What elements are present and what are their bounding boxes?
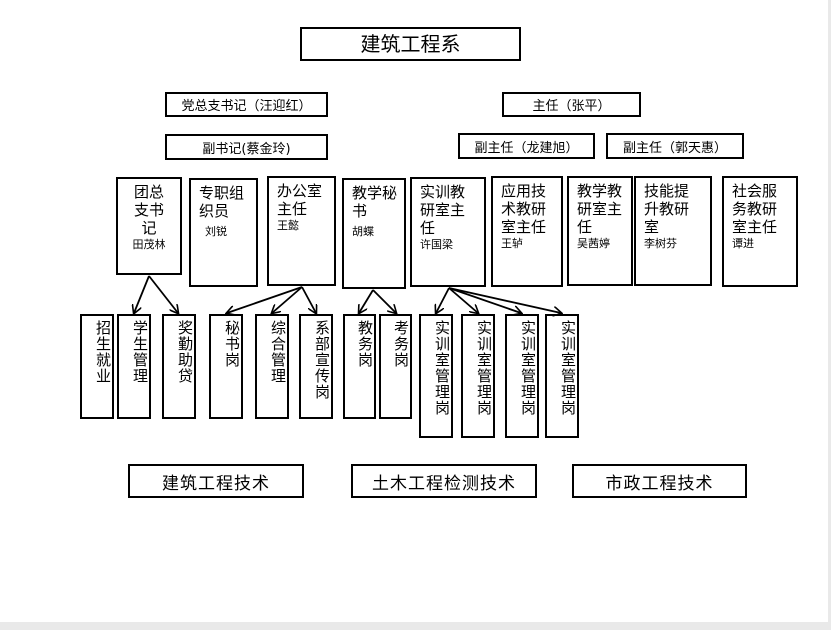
arrow-office-to-general (272, 286, 303, 313)
dept-person: 许国梁 (420, 238, 453, 251)
dept-social-service-director: 社会服务教研室主任 谭进 (722, 176, 798, 287)
dept-person: 王轳 (501, 237, 523, 250)
dept-person: 李树芬 (644, 237, 677, 250)
position-general-management: 综合管理 (255, 314, 289, 419)
deputy-director-1-box: 副主任（龙建旭） (458, 133, 595, 159)
position-academic-affairs: 教务岗 (343, 314, 376, 419)
position-lab-management-4: 实训室管理岗 (545, 314, 579, 438)
dept-name: 教学秘书 (352, 184, 398, 220)
position-admissions-employment: 招生就业 (80, 314, 114, 419)
dept-name: 专职组织员 (199, 184, 245, 220)
org-title: 建筑工程系 (300, 27, 521, 61)
arrow-teachsec-to-academic (359, 289, 374, 313)
arrow-training-to-lab3 (448, 287, 521, 313)
dept-person: 胡蝶 (352, 225, 374, 238)
dept-league-secretary: 团总支书记 田茂林 (116, 177, 182, 275)
dept-name: 教学教研室主任 (577, 182, 623, 236)
party-secretary-box: 党总支书记（汪迎红） (165, 92, 328, 117)
position-lab-management-3: 实训室管理岗 (505, 314, 539, 438)
window-right-edge (828, 0, 831, 630)
deputy-director-2-box: 副主任（郭天惠） (606, 133, 744, 159)
arrow-office-to-publicity (301, 286, 316, 313)
arrow-teachsec-to-exam (372, 289, 396, 313)
dept-name: 应用技术教研室主任 (501, 182, 547, 236)
dept-applied-tech-director: 应用技术教研室主任 王轳 (491, 176, 563, 287)
dept-organizer: 专职组织员 刘锐 (189, 178, 258, 287)
window-bottom-edge (0, 622, 831, 630)
dept-person: 吴茜婷 (577, 237, 610, 250)
position-exam-affairs: 考务岗 (379, 314, 412, 419)
position-lab-management-2: 实训室管理岗 (461, 314, 495, 438)
director-box: 主任（张平） (502, 92, 641, 117)
dept-name: 办公室主任 (277, 182, 323, 218)
dept-name: 技能提升教研室 (644, 182, 690, 236)
position-student-management: 学生管理 (117, 314, 151, 419)
arrow-training-to-lab1 (436, 287, 450, 313)
major-building-engineering: 建筑工程技术 (128, 464, 304, 498)
dept-person: 刘锐 (205, 225, 227, 238)
position-publicity: 系部宣传岗 (299, 314, 333, 419)
dept-person: 田茂林 (132, 238, 166, 251)
dept-name: 社会服务教研室主任 (732, 182, 778, 236)
dept-teaching-research-director: 教学教研室主任 吴茜婷 (567, 176, 633, 286)
dept-training-director: 实训教研室主任 许国梁 (410, 177, 486, 287)
arrow-training-to-lab2 (448, 287, 478, 313)
arrow-league-to-student (134, 275, 150, 313)
major-municipal-engineering: 市政工程技术 (572, 464, 747, 498)
major-civil-testing: 土木工程检测技术 (351, 464, 537, 498)
arrow-training-to-lab4 (448, 287, 561, 313)
dept-name: 团总支书记 (133, 183, 164, 237)
arrow-league-to-aid (148, 275, 178, 313)
position-lab-management-1: 实训室管理岗 (419, 314, 453, 438)
arrow-office-to-secretary (227, 286, 303, 313)
dept-teaching-secretary: 教学秘书 胡蝶 (342, 178, 406, 289)
dept-person: 谭进 (732, 237, 754, 250)
dept-office-director: 办公室主任 王懿 (267, 176, 336, 286)
dept-person: 王懿 (277, 219, 299, 232)
deputy-secretary-box: 副书记(蔡金玲) (165, 134, 328, 160)
dept-skill-improvement: 技能提升教研室 李树芬 (634, 176, 712, 286)
dept-name: 实训教研室主任 (420, 183, 466, 237)
